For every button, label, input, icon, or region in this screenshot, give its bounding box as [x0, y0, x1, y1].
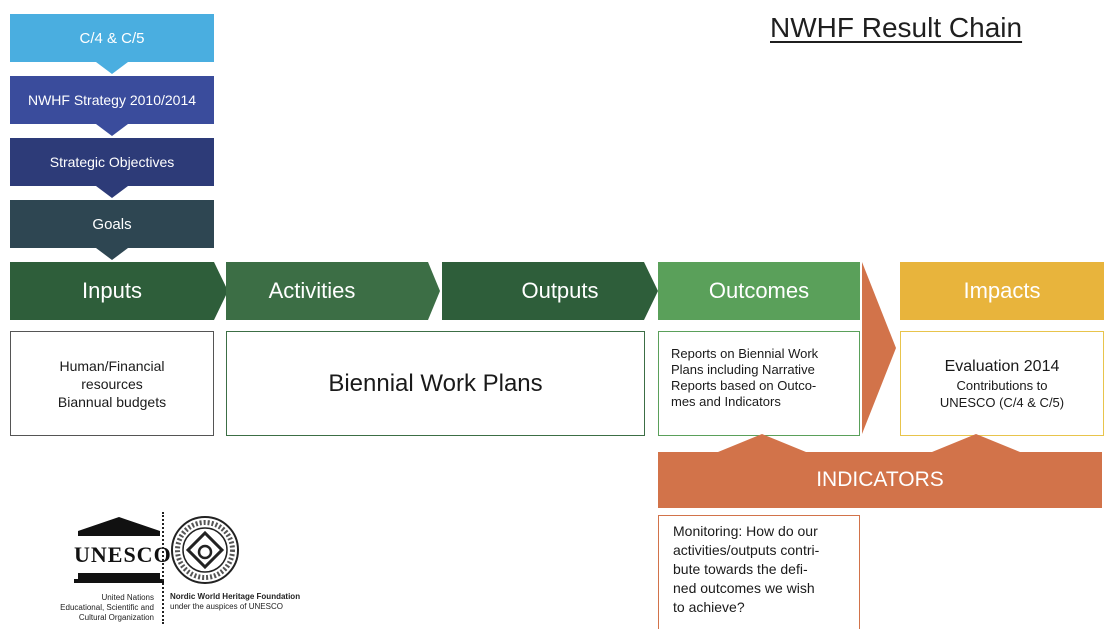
unesco-logo-icon [74, 517, 164, 583]
inputs-box: Human/Financial resources Biannual budge… [10, 331, 214, 436]
unesco-roof [78, 517, 160, 531]
monitoring-box: Monitoring: How do our activities/output… [658, 515, 860, 629]
stack-goals-shape [10, 200, 214, 260]
impacts-box-line: Contributions to [956, 377, 1048, 393]
monitoring-line: to achieve? [673, 599, 745, 615]
emblem-outer-ring [171, 516, 239, 584]
logo-divider [162, 512, 164, 624]
nwhf-name: Nordic World Heritage Foundation [170, 592, 301, 601]
inputs-box-line: Human/Financial [59, 357, 165, 374]
impacts-box-line: UNESCO (C/4 & C/5) [939, 394, 1065, 410]
emblem-inner-ring [182, 527, 228, 573]
world-heritage-emblem-icon [171, 516, 239, 584]
chain-inputs-label: Inputs [82, 278, 142, 303]
chevron-activities [226, 262, 440, 320]
unesco-caption: United Nations Educational, Scientific a… [20, 593, 154, 623]
arrow-to-impacts [862, 262, 896, 434]
indicators-banner [658, 434, 1102, 508]
work-plans-box: Biennial Work Plans [226, 331, 645, 436]
chain-row [10, 262, 1104, 320]
impacts-box: Evaluation 2014 Contributions to UNESCO … [900, 331, 1104, 436]
stack-objectives-label: Strategic Objectives [49, 154, 175, 170]
nwhf-caption: Nordic World Heritage Foundation under t… [170, 592, 300, 612]
unesco-step [74, 579, 164, 583]
stack-strategy-label: NWHF Strategy 2010/2014 [27, 92, 197, 108]
emblem-diamond [185, 530, 225, 570]
stack-strategy-shape [10, 76, 214, 136]
unesco-caption-line: United Nations [101, 593, 154, 602]
unesco-wordmark: UNESCO [74, 542, 172, 567]
emblem-center [197, 544, 213, 560]
emblem-text-ring [175, 520, 235, 580]
outcomes-box-line: Reports on Biennial Work [671, 346, 819, 361]
work-plans-text: Biennial Work Plans [328, 369, 543, 397]
stack-c4c5-shape [10, 14, 214, 74]
indicators-label: INDICATORS [816, 468, 944, 491]
outcomes-box: Reports on Biennial Work Plans including… [658, 331, 860, 436]
stack-diagram [10, 14, 214, 260]
chain-impacts-label: Impacts [963, 278, 1041, 303]
stack-goals-label: Goals [92, 215, 132, 233]
nwhf-sub: under the auspices of UNESCO [170, 602, 283, 611]
arrow-to-impacts-shape [862, 262, 896, 434]
monitoring-line: Monitoring: How do our [673, 523, 818, 539]
unesco-caption-line: Cultural Organization [78, 613, 154, 622]
unesco-frieze [78, 531, 160, 536]
monitoring-line: bute towards the defi- [673, 561, 808, 577]
outcomes-box-line: Reports based on Outco- [671, 378, 817, 393]
stack-objectives-shape [10, 138, 214, 198]
chevron-outputs [442, 262, 658, 320]
impacts-box-title: Evaluation 2014 [944, 357, 1060, 375]
page-title: NWHF Result Chain [770, 12, 1023, 43]
chain-outcomes-label: Outcomes [708, 278, 810, 303]
inputs-box-line: resources [81, 375, 143, 392]
monitoring-line: activities/outputs contri- [673, 542, 820, 558]
monitoring-line: ned outcomes we wish [673, 580, 815, 596]
unesco-base [78, 573, 160, 579]
outcomes-box-line: mes and Indicators [671, 394, 781, 409]
indicators-shape [658, 434, 1102, 508]
inputs-box-line: Biannual budgets [57, 393, 167, 410]
chevron-inputs [10, 262, 228, 320]
outcomes-box-line: Plans including Narrative [671, 362, 815, 377]
chain-outputs-label: Outputs [521, 278, 599, 303]
stack-c4c5-label: C/4 & C/5 [79, 29, 145, 47]
chevron-outcomes [658, 262, 860, 320]
chain-activities-label: Activities [268, 278, 356, 303]
unesco-caption-line: Educational, Scientific and [60, 603, 154, 612]
impacts-shape [900, 262, 1104, 320]
